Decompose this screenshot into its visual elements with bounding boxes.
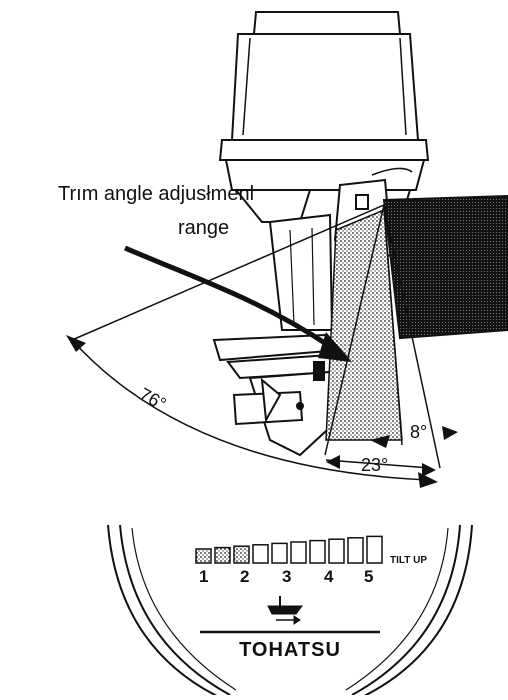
tilt-up-label: TILT UP xyxy=(390,555,427,566)
trim-range-arrow xyxy=(124,245,330,348)
trim-label-line2: range xyxy=(178,217,229,239)
angle-8-label: 8° xyxy=(410,422,427,442)
transom-block xyxy=(382,194,508,340)
trim-range-arrowhead xyxy=(318,332,352,362)
angle-76-label: 76° xyxy=(136,384,169,414)
gauge-segment xyxy=(328,538,345,564)
brand-logo: TOHATSU xyxy=(239,639,341,661)
gauge-segment xyxy=(214,546,231,564)
outboard-motor xyxy=(212,11,430,457)
gauge-number-1: 1 xyxy=(199,567,208,586)
angle-lines xyxy=(71,204,441,481)
gauge-segment xyxy=(252,544,269,564)
angle-23-label: 23° xyxy=(361,455,388,475)
trim-gauge: TILT UP 1 2 3 4 5 TOHATSU xyxy=(107,524,473,700)
trim-label-line1: Trım angle adjusłmenl xyxy=(58,183,254,205)
gauge-segment xyxy=(233,545,250,564)
gauge-segment xyxy=(347,537,364,564)
gauge-segment xyxy=(366,535,383,564)
gauge-segment-bars xyxy=(195,535,383,564)
boat-icon xyxy=(267,596,303,625)
gauge-segment xyxy=(195,548,212,564)
gauge-number-2: 2 xyxy=(240,567,249,586)
gauge-segment xyxy=(271,542,288,564)
gauge-number-4: 4 xyxy=(324,567,334,586)
gauge-segment xyxy=(290,541,307,564)
gauge-number-3: 3 xyxy=(282,567,291,586)
gauge-number-5: 5 xyxy=(364,567,373,586)
arrowheads xyxy=(66,335,458,488)
gauge-segment xyxy=(309,539,326,564)
